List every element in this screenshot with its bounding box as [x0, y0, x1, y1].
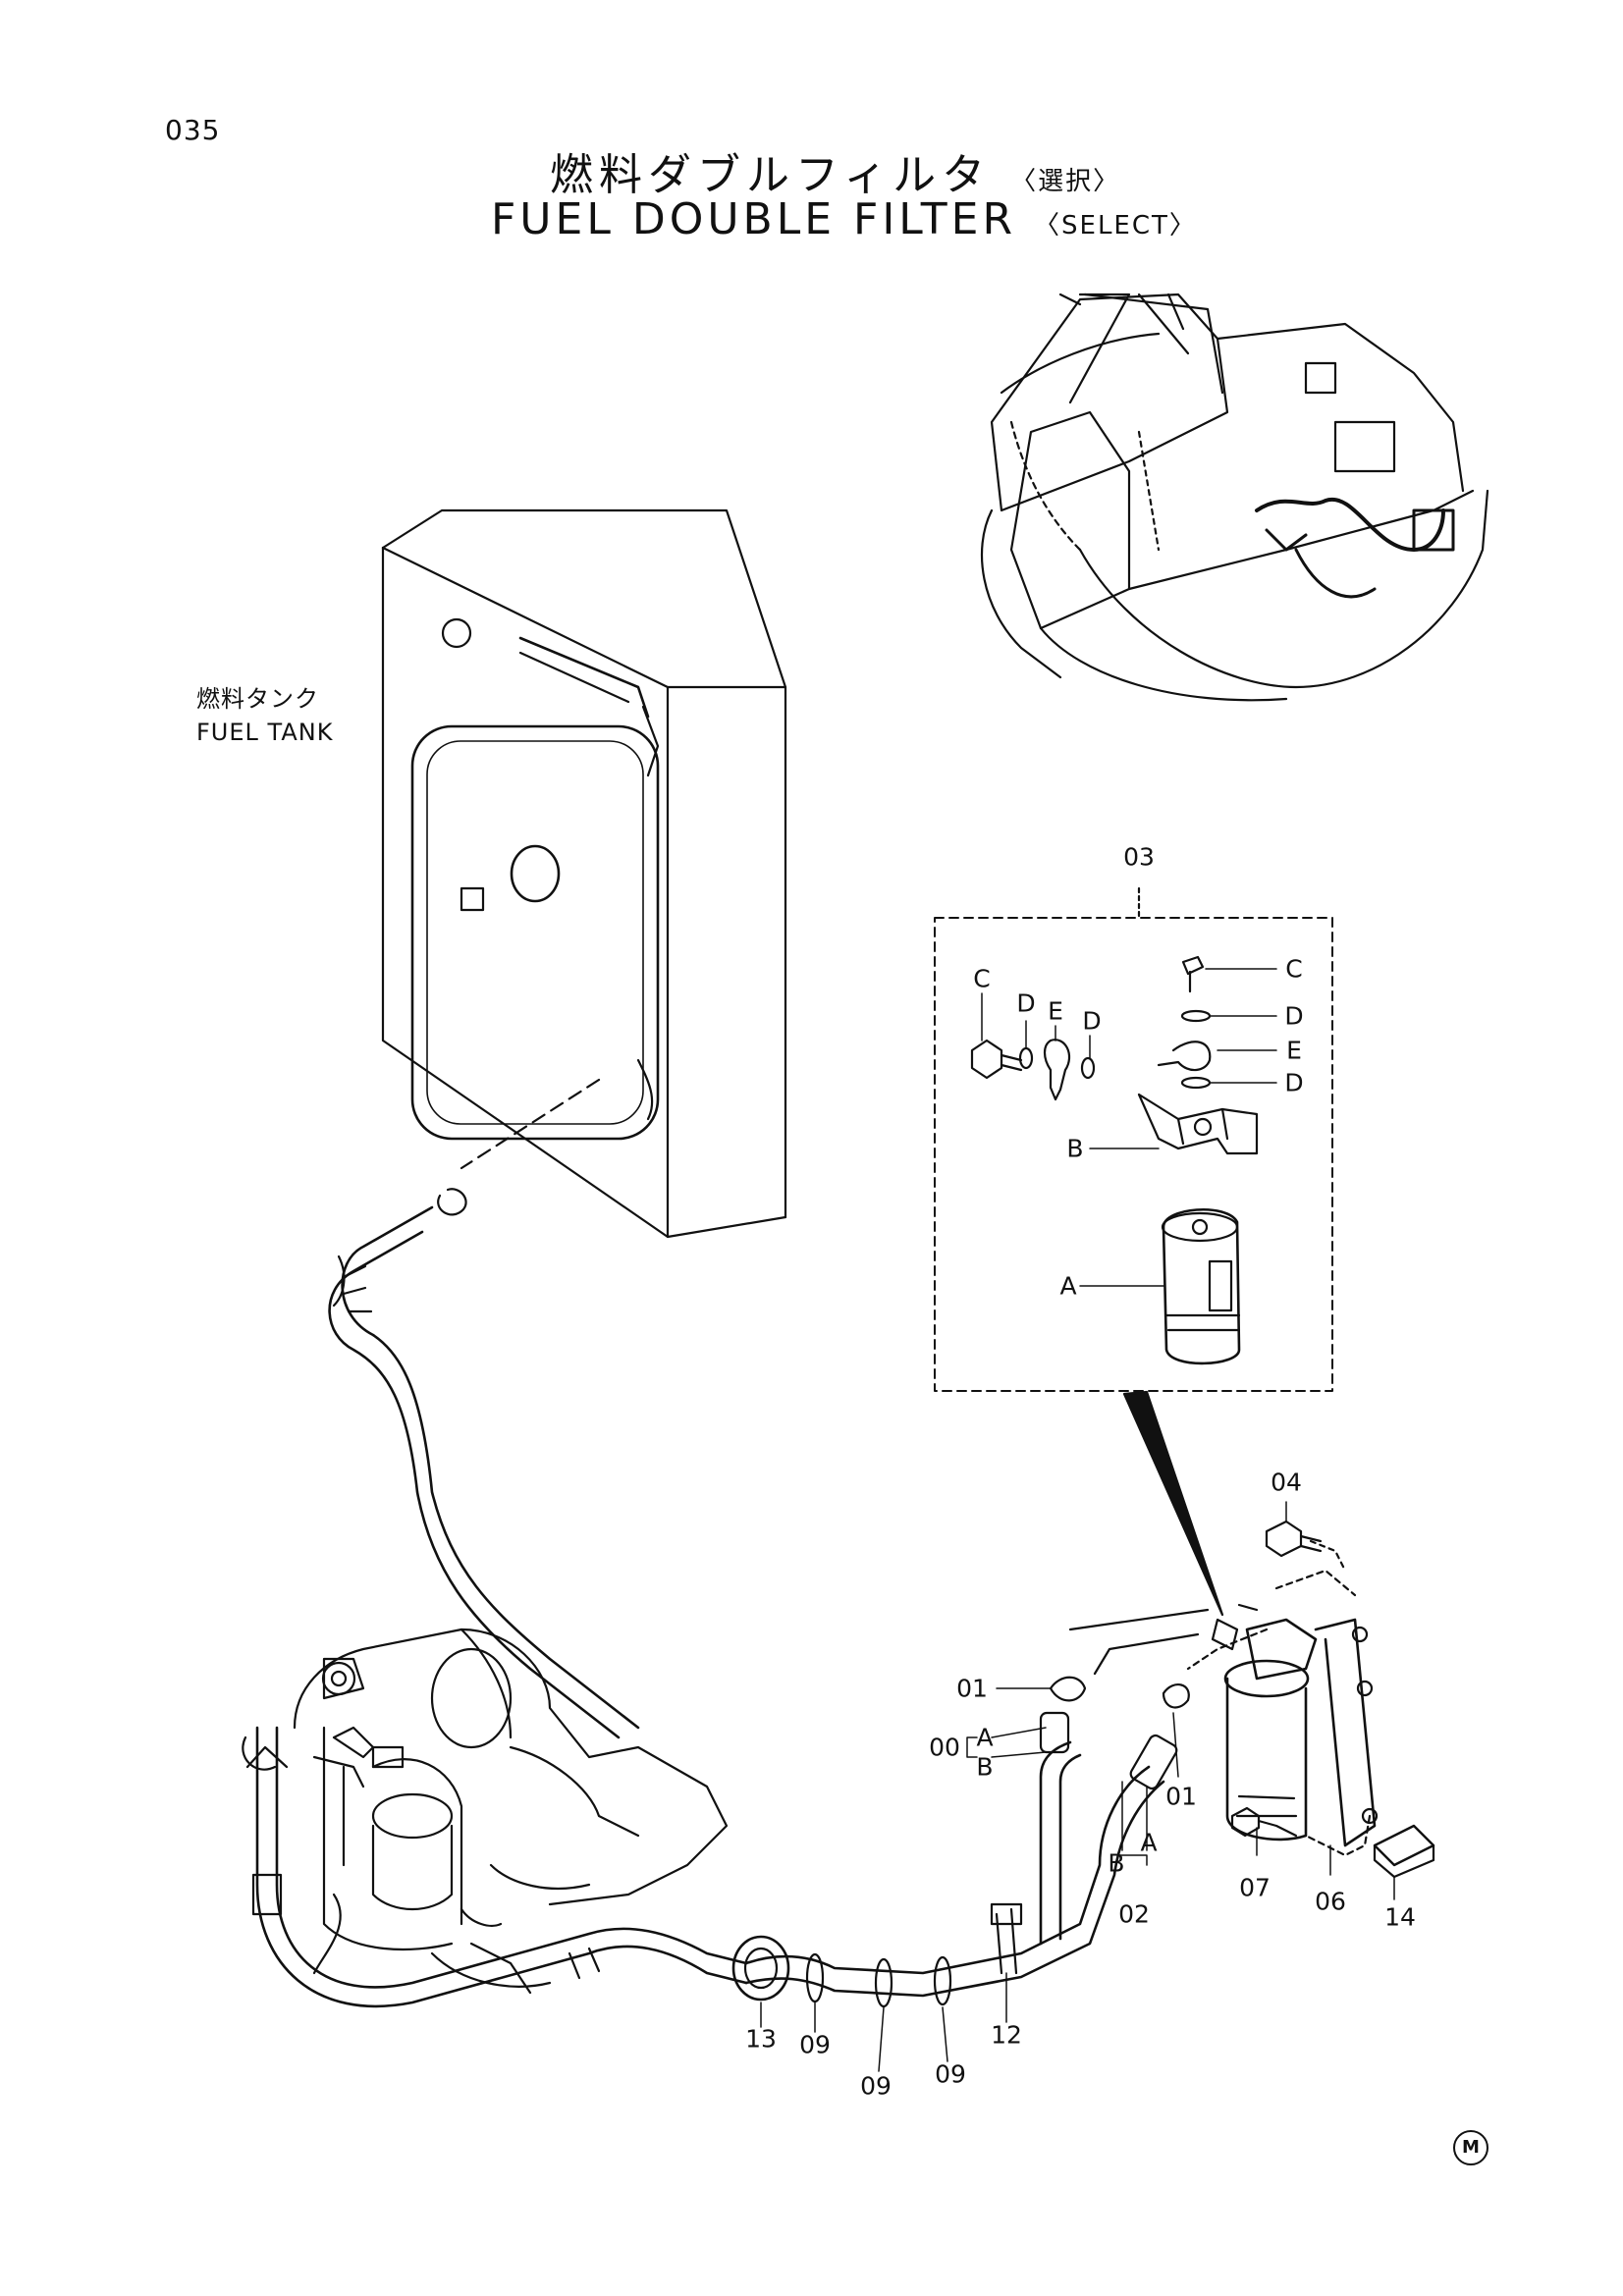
fuel-tank-label: 燃料タンク FUEL TANK	[196, 682, 333, 749]
detail-pointer	[1122, 1390, 1224, 1617]
label-e-left: E	[1048, 996, 1063, 1026]
callout-00-a: A	[976, 1723, 994, 1752]
title-jp-suffix: 〈選択〉	[1010, 167, 1121, 196]
label-d-right2: D	[1284, 1068, 1304, 1097]
page-number: 035	[165, 114, 221, 146]
callout-09-b: 09	[860, 2071, 892, 2101]
hose-clamp-tank	[437, 1188, 467, 1216]
engine-feed-hose	[242, 1726, 748, 2008]
fuel-tank	[381, 508, 787, 1239]
callout-12: 12	[991, 2020, 1022, 2050]
callout-leaders	[760, 1501, 1395, 2072]
title-en-suffix: 〈SELECT〉	[1034, 211, 1197, 240]
callout-01-right: 01	[1165, 1782, 1197, 1811]
detail-box-03	[934, 917, 1333, 1392]
callout-14: 14	[1384, 1902, 1416, 1932]
small-parts	[1230, 1520, 1435, 1879]
fuel-filter-assembly	[1186, 1569, 1379, 1847]
callout-07: 07	[1239, 1873, 1271, 1902]
fuel-return-hose	[328, 1205, 640, 1739]
hose-clamps	[805, 1902, 1023, 2008]
maker-mark: M	[1453, 2130, 1488, 2165]
detail-box-parts	[970, 955, 1259, 1365]
callout-06: 06	[1315, 1887, 1346, 1916]
engine-assembly	[293, 1628, 729, 1995]
page-title-japanese: 燃料ダブルフィルタ 〈選択〉	[550, 139, 1120, 202]
callout-00-b: B	[976, 1752, 994, 1782]
fuel-tank-label-en: FUEL TANK	[196, 719, 334, 746]
label-c-left: C	[973, 964, 991, 993]
label-a: A	[1059, 1271, 1077, 1301]
label-d-left2: D	[1082, 1006, 1102, 1036]
tank-outlet-leader	[460, 1078, 601, 1170]
label-d-right1: D	[1284, 1001, 1304, 1031]
callout-00: 00	[929, 1733, 960, 1762]
callout-02-b: B	[1108, 1848, 1125, 1878]
label-b: B	[1066, 1134, 1084, 1163]
label-03: 03	[1123, 842, 1155, 872]
fuel-tank-label-jp: 燃料タンク	[196, 685, 319, 713]
title-en-text: FUEL DOUBLE FILTER	[491, 194, 1017, 244]
callout-13: 13	[745, 2024, 777, 2054]
label-e-right: E	[1286, 1036, 1302, 1065]
label-c-right: C	[1285, 954, 1303, 984]
callout-04: 04	[1271, 1468, 1302, 1497]
label-d-left1: D	[1016, 988, 1036, 1018]
callout-02: 02	[1118, 1899, 1150, 1929]
callout-02-a: A	[1140, 1828, 1158, 1857]
fittings-01-00	[1049, 1608, 1210, 1709]
detail-leaders	[981, 968, 1277, 1287]
title-jp-text: 燃料ダブルフィルタ	[550, 150, 992, 200]
callout-09-c: 09	[935, 2059, 966, 2089]
callout-09-a: 09	[799, 2030, 831, 2059]
callout-01-top: 01	[956, 1674, 988, 1703]
page-title-english: FUEL DOUBLE FILTER 〈SELECT〉	[491, 194, 1197, 244]
excavator-overview	[980, 293, 1489, 702]
